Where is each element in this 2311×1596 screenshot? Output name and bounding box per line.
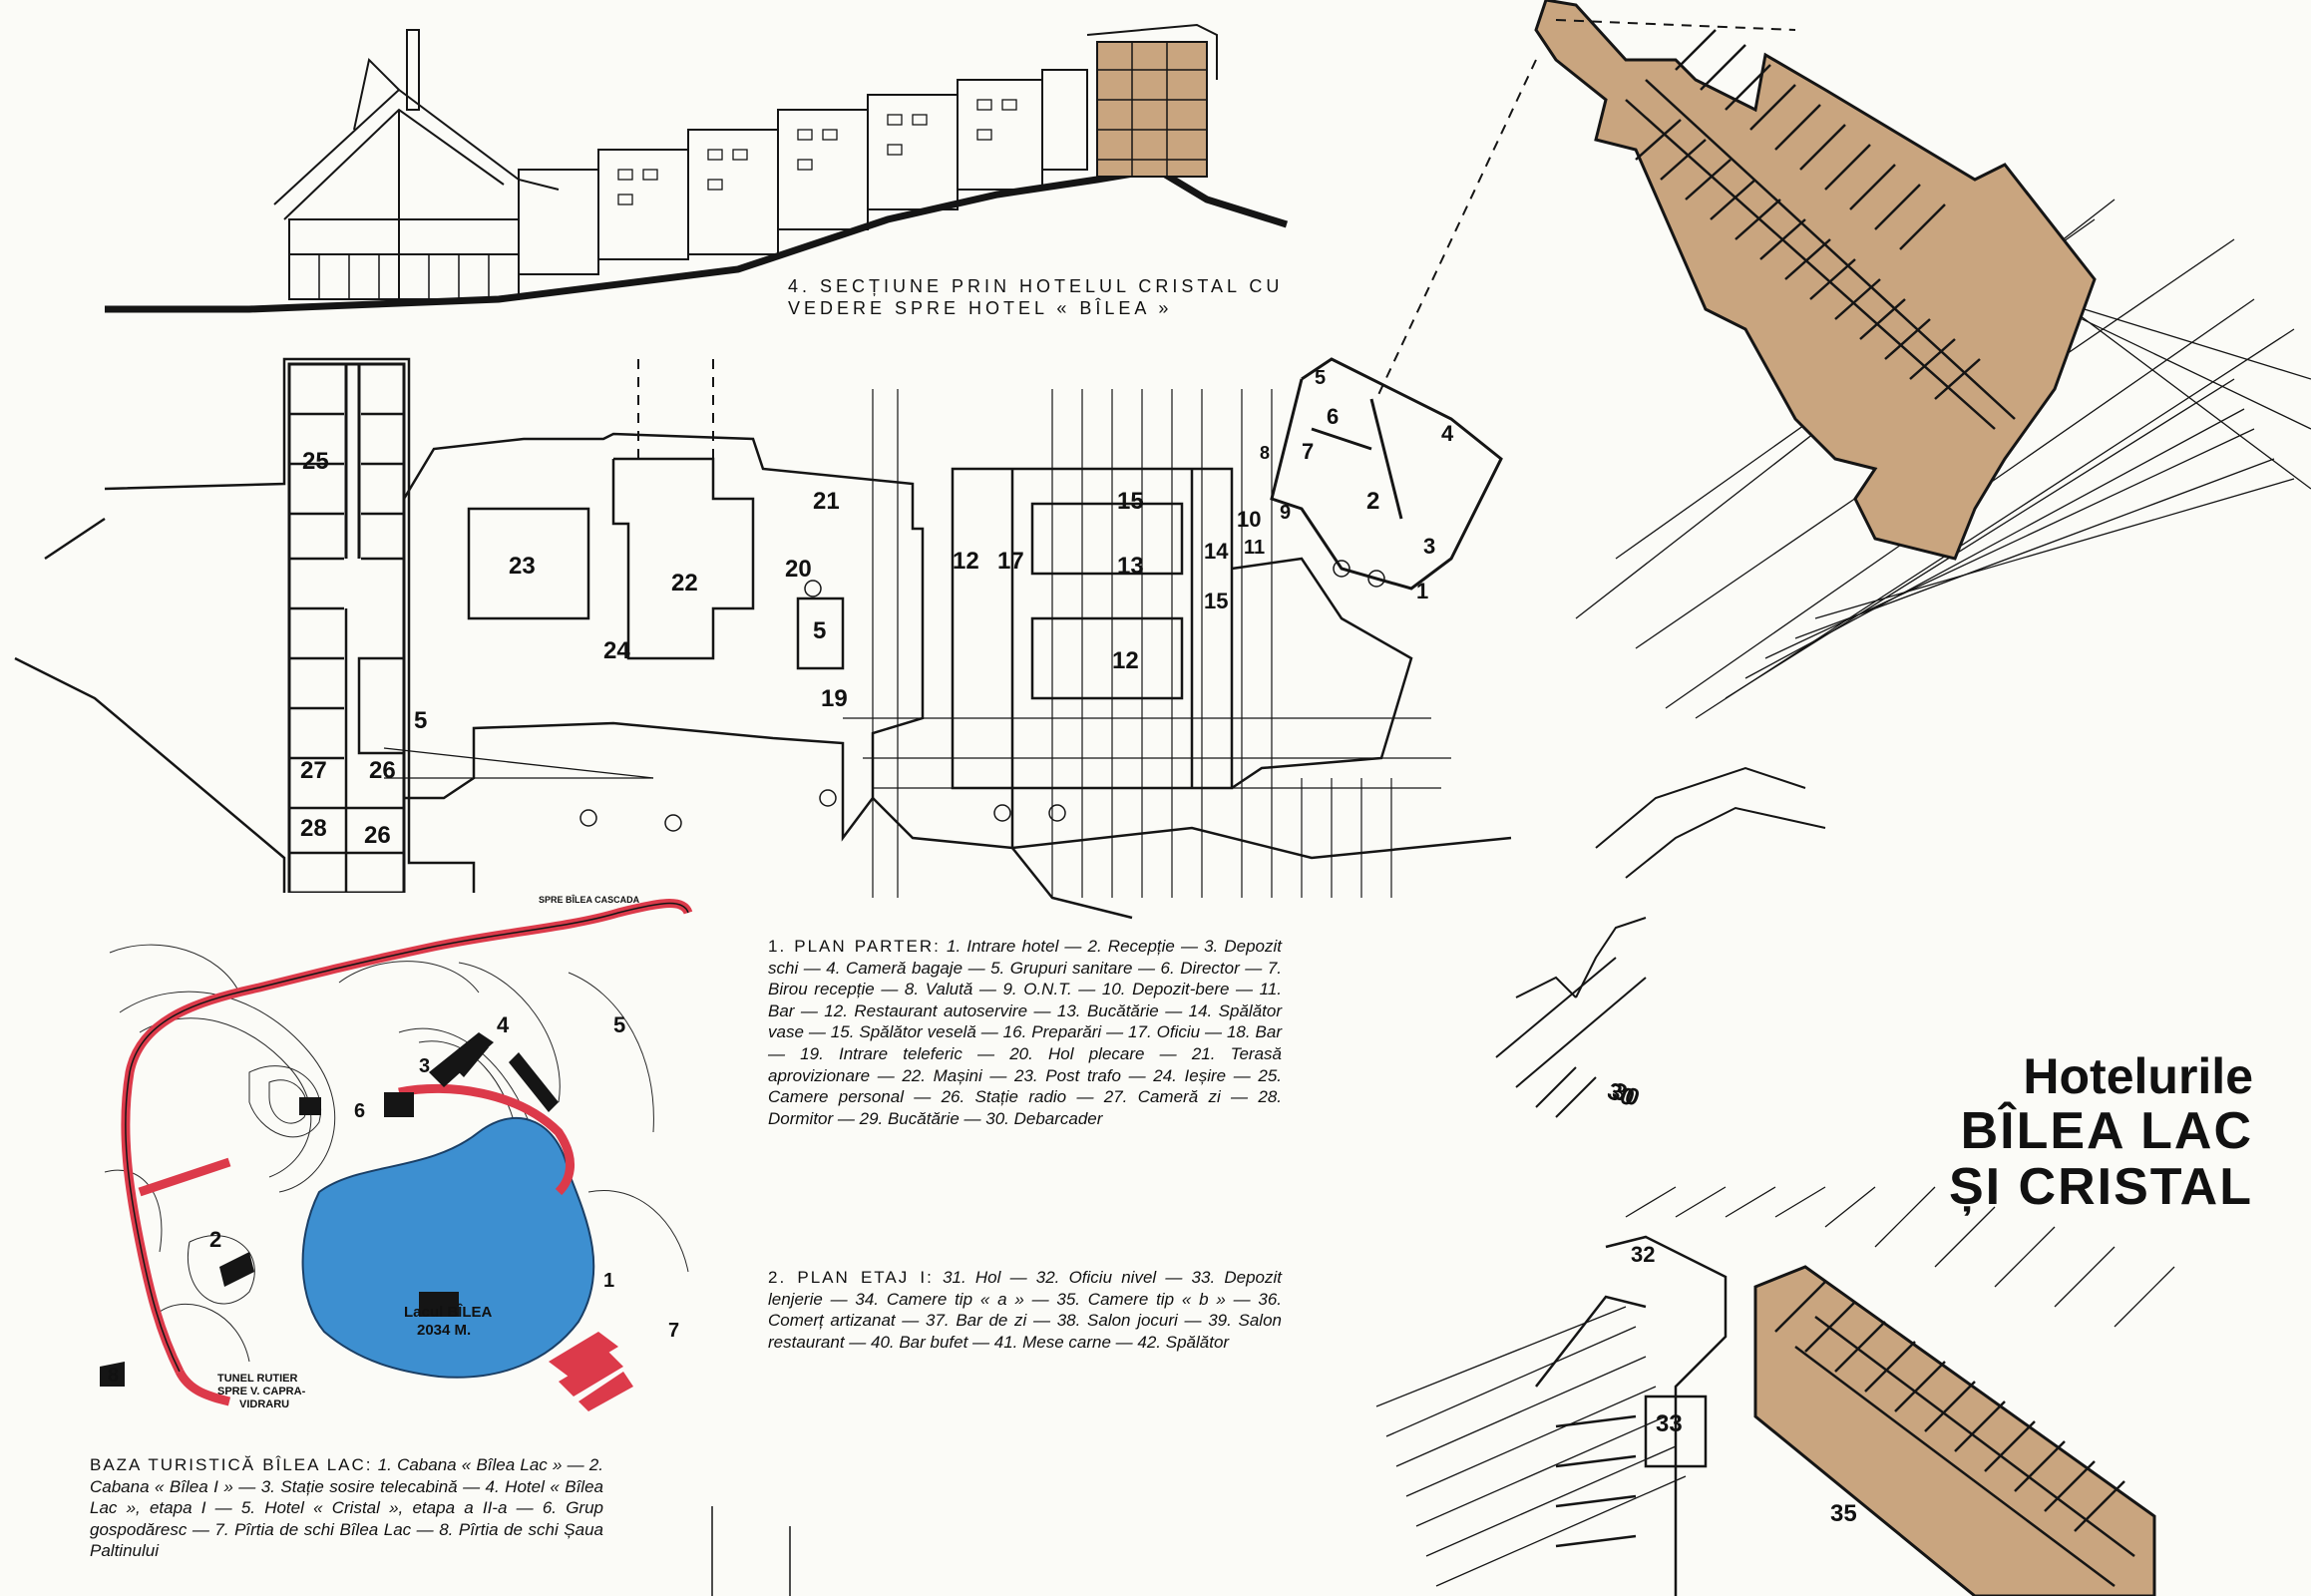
map-lake-altitude: 2034 M. <box>417 1322 471 1339</box>
label-26-a: 26 <box>369 757 396 784</box>
label-10: 10 <box>1237 507 1261 532</box>
label-28: 28 <box>300 815 327 842</box>
upper-floor-wing-bottom: 32 33 35 <box>1375 1186 2175 1596</box>
page-title-line1: Hotelurile <box>2023 1048 2253 1104</box>
section-caption-line2: VEDERE SPRE HOTEL « BÎLEA » <box>788 298 1173 318</box>
label-27: 27 <box>300 757 327 784</box>
map-label-6: 6 <box>354 1100 365 1122</box>
label-24: 24 <box>603 637 630 664</box>
map-label-4: 4 <box>497 1012 510 1037</box>
page-title-line2: BÎLEA LAC <box>1960 1102 2253 1160</box>
map-label-8: 8 <box>108 1365 119 1387</box>
label-7: 7 <box>1302 439 1314 464</box>
label-21: 21 <box>813 488 840 515</box>
caption-plan-etaj-body: 31. Hol — 32. Oficiu nivel — 33. Depozit… <box>768 1268 1282 1352</box>
map-tunnel-label-2: SPRE V. CAPRA- <box>217 1386 306 1397</box>
label-2: 2 <box>1366 488 1379 515</box>
label-14: 14 <box>1204 539 1229 564</box>
label-3: 3 <box>1423 534 1435 559</box>
map-label-2: 2 <box>209 1227 221 1252</box>
caption-plan-parter-body: 1. Intrare hotel — 2. Recepție — 3. Depo… <box>768 937 1282 1128</box>
label-4: 4 <box>1441 421 1454 446</box>
label-33: 33 <box>1656 1410 1683 1437</box>
section-drawing <box>105 23 1289 313</box>
map-label-7: 7 <box>668 1320 679 1342</box>
label-5-right: 5 <box>1315 367 1326 389</box>
label-9: 9 <box>1280 502 1291 524</box>
page-title: Hotelurile BÎLEA LAC ȘI CRISTAL <box>1949 1049 2253 1215</box>
site-map: 6 3 4 5 2 1 7 8 Lacul BÎLEA 2034 M. TUNE… <box>100 893 693 1416</box>
caption-plan-etaj-lead: 2. PLAN ETAJ I: <box>768 1268 934 1287</box>
label-35: 35 <box>1830 1500 1857 1527</box>
label-17: 17 <box>997 548 1024 575</box>
caption-baza-turistica: BAZA TURISTICĂ BÎLEA LAC: 1. Cabana « Bî… <box>90 1454 603 1562</box>
label-12-b: 12 <box>1112 647 1139 674</box>
upper-floor-wing-top: 30 <box>1375 0 2311 1112</box>
label-1: 1 <box>1416 579 1428 603</box>
label-5-left: 5 <box>414 707 427 734</box>
label-25: 25 <box>302 448 329 475</box>
guide-lines-bottom <box>711 1506 791 1596</box>
map-road-label: SPRE BÎLEA CASCADA <box>539 894 640 905</box>
label-12-a: 12 <box>953 548 979 575</box>
caption-baza-turistica-body: 1. Cabana « Bîlea Lac » — 2. Cabana « Bî… <box>90 1455 603 1561</box>
caption-plan-etaj: 2. PLAN ETAJ I: 31. Hol — 32. Oficiu niv… <box>768 1267 1282 1353</box>
map-label-3: 3 <box>419 1055 430 1077</box>
ground-floor-plan: 25 23 22 21 20 5 19 24 5 27 26 28 26 15 … <box>14 357 1512 920</box>
map-tunnel-label-3: VIDRARU <box>239 1398 289 1410</box>
label-11: 11 <box>1244 537 1265 559</box>
label-23: 23 <box>509 553 536 580</box>
caption-baza-turistica-lead: BAZA TURISTICĂ BÎLEA LAC: <box>90 1455 373 1474</box>
caption-plan-parter: 1. PLAN PARTER: 1. Intrare hotel — 2. Re… <box>768 936 1282 1129</box>
label-32: 32 <box>1631 1242 1655 1267</box>
label-8: 8 <box>1260 443 1270 463</box>
page-title-line3: ȘI CRISTAL <box>1948 1158 2253 1217</box>
label-26-b: 26 <box>364 822 391 849</box>
label-15-b: 15 <box>1204 589 1228 613</box>
label-13: 13 <box>1117 553 1144 580</box>
label-22: 22 <box>671 570 698 597</box>
debarcader-area: 30 <box>1495 957 1647 1118</box>
map-label-1: 1 <box>603 1270 614 1292</box>
section-caption-line1: 4. SECȚIUNE PRIN HOTELUL CRISTAL CU <box>788 276 1284 296</box>
map-lake-name: Lacul BÎLEA <box>404 1303 493 1321</box>
map-tunnel-label-1: TUNEL RUTIER <box>217 1373 298 1385</box>
map-label-5: 5 <box>613 1012 625 1037</box>
label-15-a: 15 <box>1117 488 1144 515</box>
caption-plan-parter-lead: 1. PLAN PARTER: <box>768 937 941 956</box>
label-5-center: 5 <box>813 617 826 644</box>
label-30-debarcader: 30 <box>1609 1077 1643 1112</box>
section-caption: 4. SECȚIUNE PRIN HOTELUL CRISTAL CU VEDE… <box>788 275 1307 319</box>
label-20: 20 <box>785 556 812 583</box>
label-6: 6 <box>1327 404 1339 429</box>
label-19: 19 <box>821 685 848 712</box>
